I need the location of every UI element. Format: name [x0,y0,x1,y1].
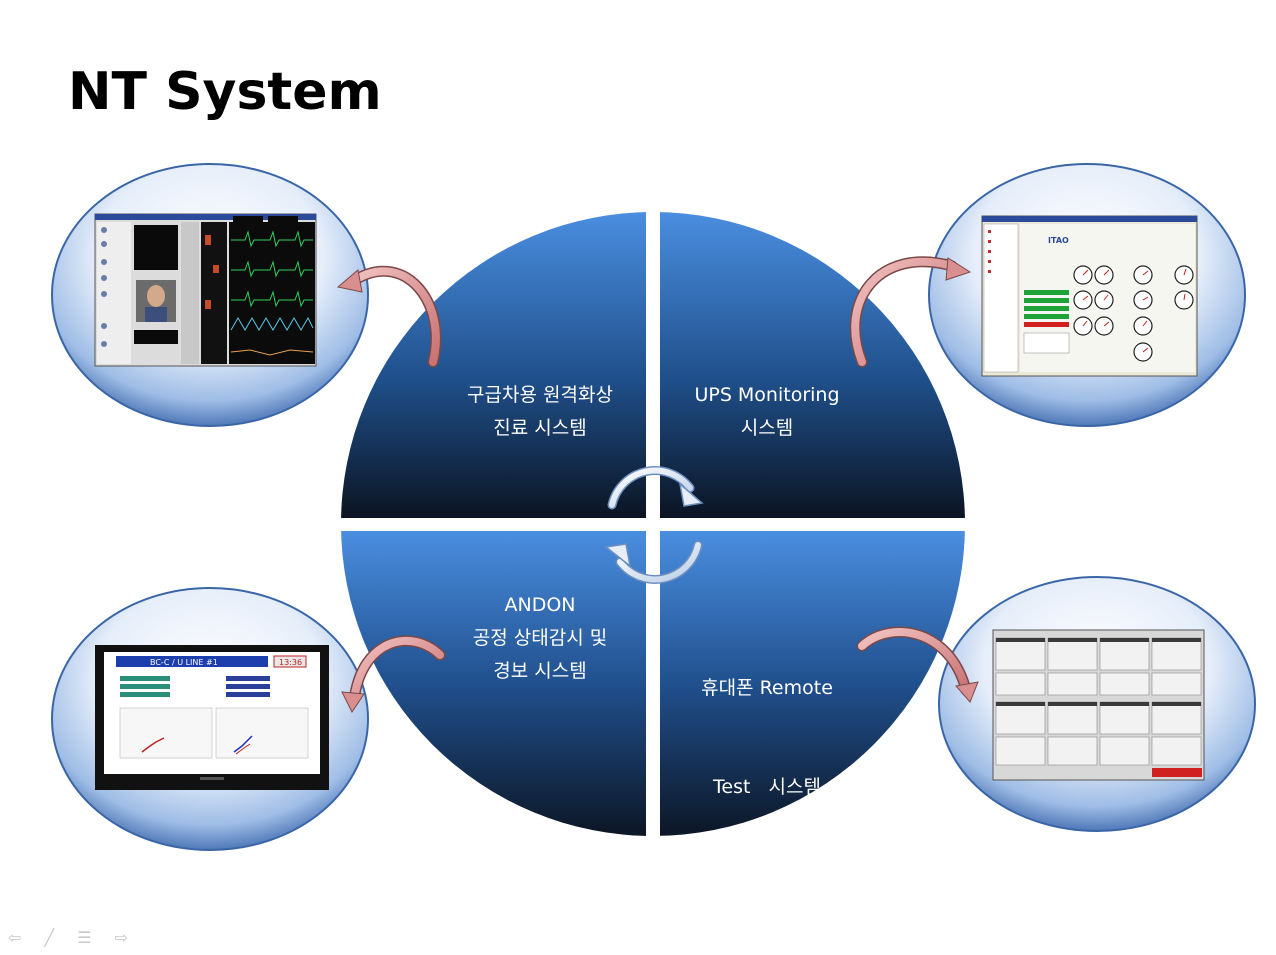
label-line: 휴대폰 Remote [701,677,833,699]
remote-test-screenshot [992,629,1205,781]
arrow-bottom-left [341,635,446,713]
label-line: 시스템 [740,417,794,439]
prev-slide-icon[interactable]: ⇦ [8,928,22,947]
arrow-top-right [849,256,972,368]
slide-nav: ⇦ ╱ ☰ ⇨ [8,928,128,947]
andon-header: BC-C / U LINE #1 [150,658,218,667]
slide-title: NT System [68,62,382,122]
arrow-bottom-right [856,626,979,703]
quadrant-top-left [341,212,646,518]
label-line: 공정 상태감시 및 [472,627,608,649]
andon-monitor-screenshot: BC-C / U LINE #1 13:36 [95,645,329,790]
ups-monitoring-screenshot: ITAO [981,215,1198,377]
menu-icon[interactable]: ☰ [77,928,92,947]
label-telemedicine: 구급차용 원격화상 진료 시스템 [440,379,640,445]
label-andon: ANDON 공정 상태감시 및 경보 시스템 [440,589,640,688]
label-line: ANDON [504,594,576,616]
cycle-arrows-icon [604,466,704,584]
label-line: Test 시스템 [713,776,821,798]
pen-icon[interactable]: ╱ [44,928,55,947]
label-line: 경보 시스템 [493,660,587,682]
next-slide-icon[interactable]: ⇨ [114,928,129,947]
ups-logo: ITAO [1048,236,1069,245]
telemedicine-screenshot [94,213,317,367]
label-line: 구급차용 원격화상 [467,384,613,406]
andon-clock: 13:36 [279,658,302,667]
label-line: 진료 시스템 [493,417,587,439]
label-line: UPS Monitoring [694,384,840,406]
label-remote-test: 휴대폰 Remote Test 시스템 [672,606,862,837]
arrow-top-left [336,265,442,368]
label-ups-monitoring: UPS Monitoring 시스템 [672,379,862,445]
